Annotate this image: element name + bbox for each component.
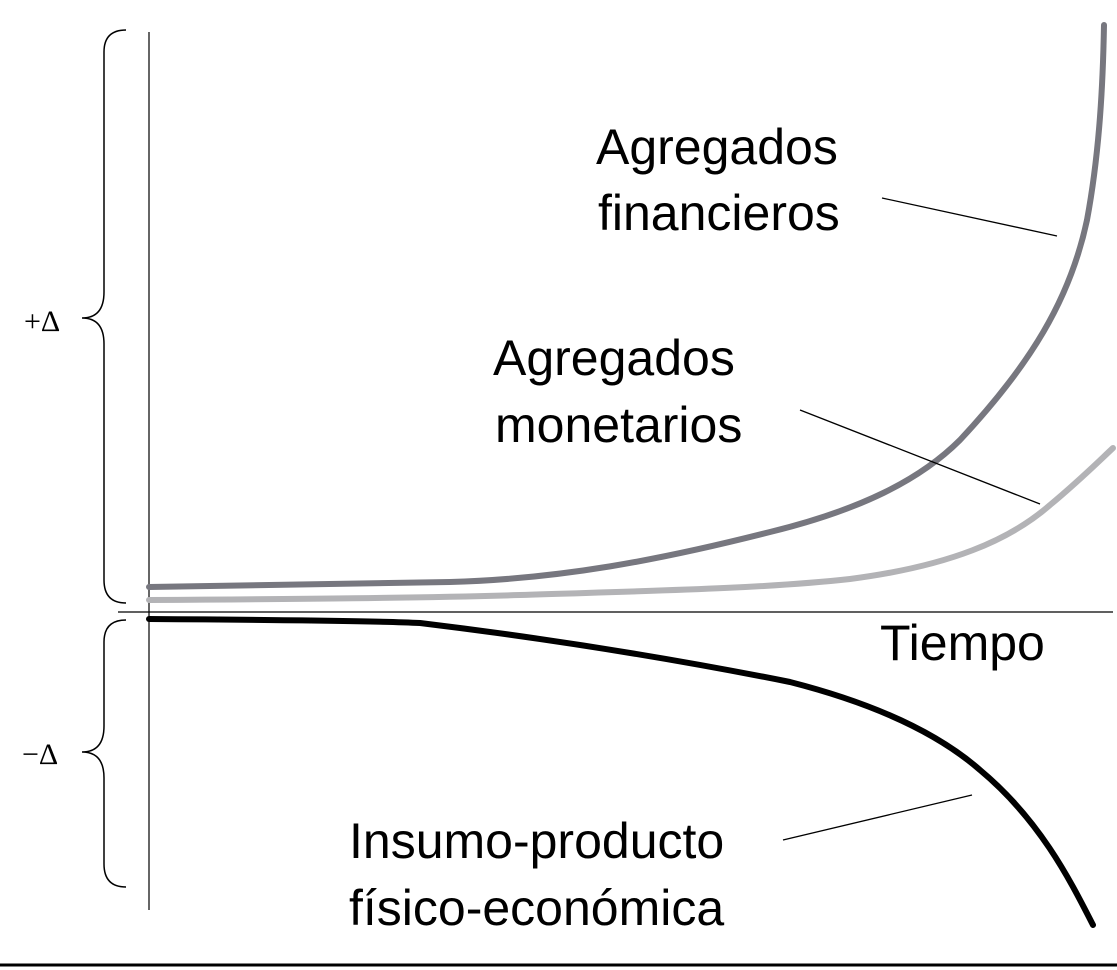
physical-label-line2: físico-económica	[349, 880, 724, 936]
negative-brace	[81, 619, 127, 888]
physical-label-line1: Insumo-producto	[349, 813, 724, 869]
financial-leader-line	[881, 197, 1058, 237]
time-axis-label: Tiempo	[880, 615, 1045, 671]
financial-label-line1: Agregados	[596, 119, 838, 175]
monetary-label-line1: Agregados	[493, 330, 735, 386]
monetary-aggregates-curve	[146, 445, 1116, 603]
plus-delta-label: +Δ	[24, 305, 60, 338]
positive-brace	[81, 29, 127, 604]
financial-label-line2: financieros	[598, 185, 840, 241]
physical-economic-curve	[146, 616, 1096, 928]
monetary-label-line2: monetarios	[495, 397, 742, 453]
monetary-leader-line	[799, 409, 1041, 505]
minus-delta-label: −Δ	[22, 738, 58, 771]
physical-leader-line	[782, 794, 973, 841]
financial-aggregates-curve	[146, 22, 1107, 590]
